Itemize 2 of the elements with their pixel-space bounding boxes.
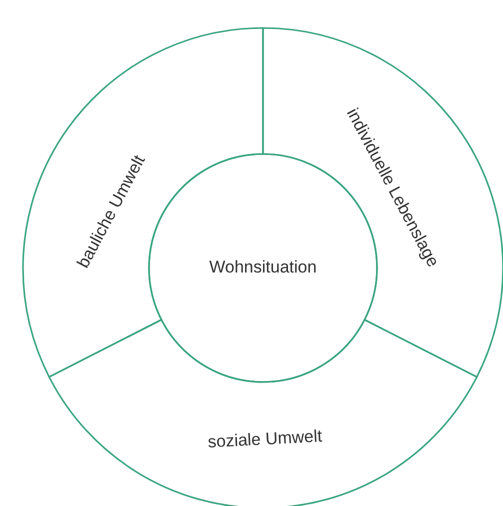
center-label: Wohnsituation (209, 257, 317, 276)
segment-label: soziale Umwelt (207, 426, 323, 452)
